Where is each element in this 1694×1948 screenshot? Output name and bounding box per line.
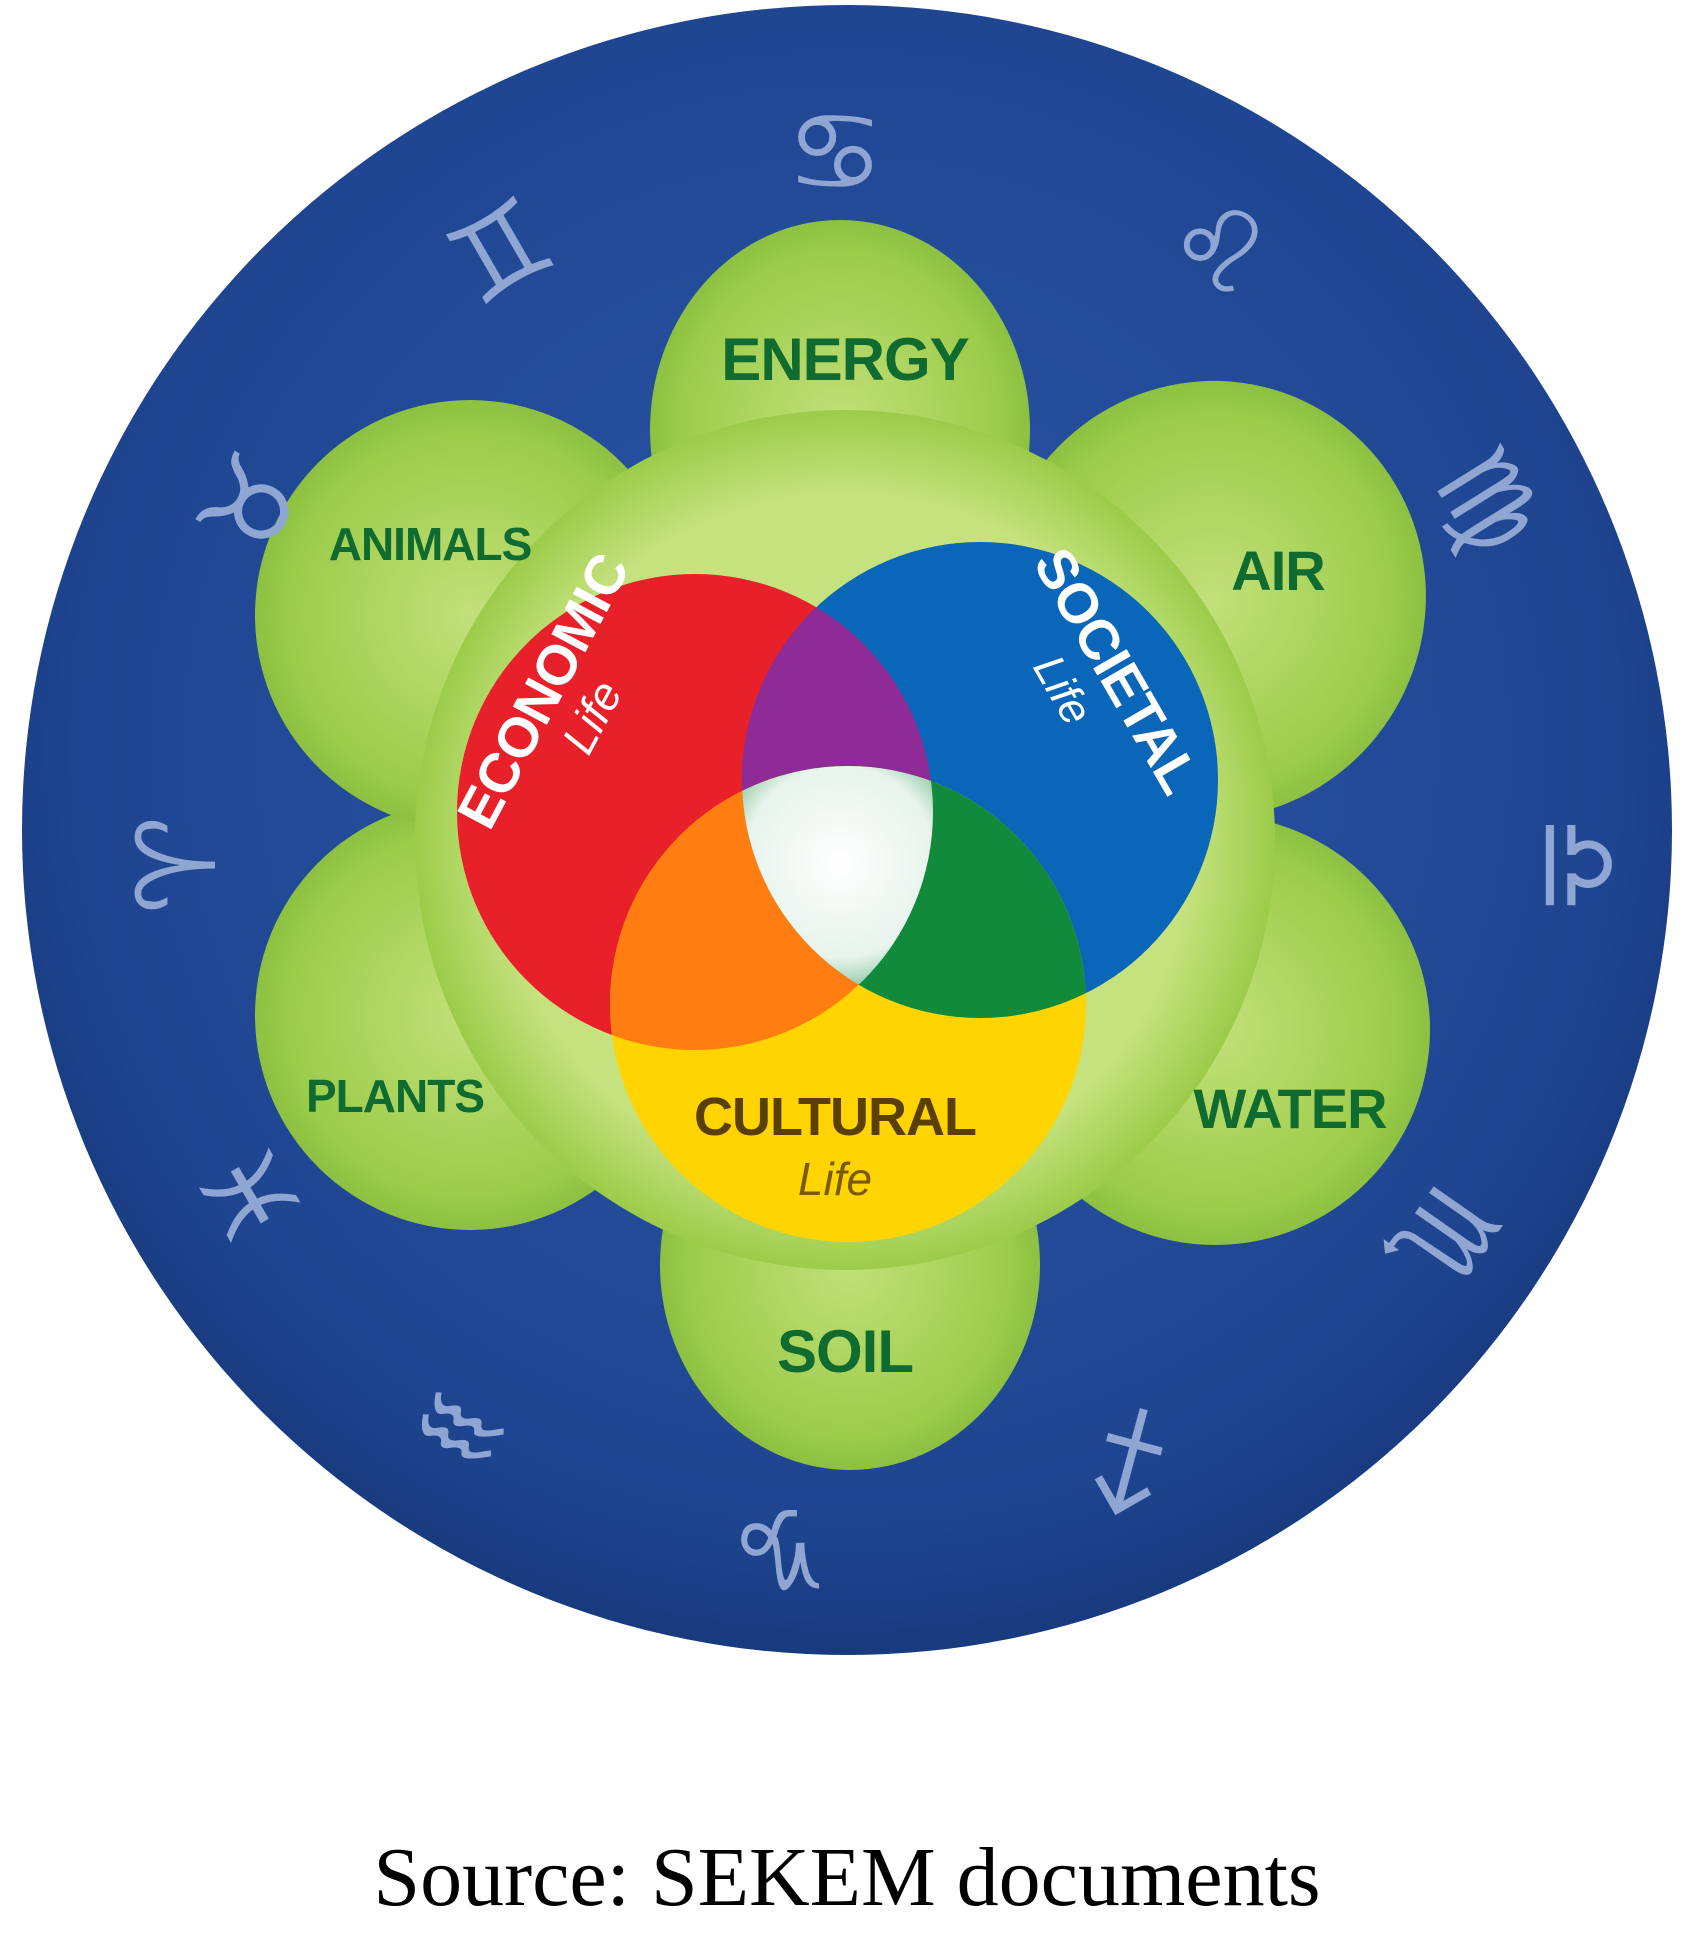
sphere-label-cultural: CULTURAL bbox=[694, 1087, 976, 1147]
petal-label-animals: ANIMALS bbox=[329, 518, 532, 570]
source-caption: Source: SEKEM documents bbox=[373, 1831, 1320, 1924]
petal-label-air: AIR bbox=[1231, 539, 1325, 602]
petal-label-energy: ENERGY bbox=[721, 326, 969, 393]
zodiac-cancer-icon: ♋ bbox=[786, 88, 885, 216]
sphere-sublabel-cultural: Life bbox=[798, 1153, 872, 1205]
zodiac-capricorn-icon: ♑ bbox=[731, 1484, 830, 1612]
petal-label-soil: SOIL bbox=[777, 1318, 913, 1385]
zodiac-aries-icon: ♈ bbox=[113, 816, 241, 915]
zodiac-libra-icon: ♎ bbox=[1514, 816, 1642, 915]
spheres-venn bbox=[457, 542, 1218, 1242]
petal-label-water: WATER bbox=[1193, 1077, 1387, 1140]
petal-label-plants: PLANTS bbox=[306, 1070, 484, 1122]
